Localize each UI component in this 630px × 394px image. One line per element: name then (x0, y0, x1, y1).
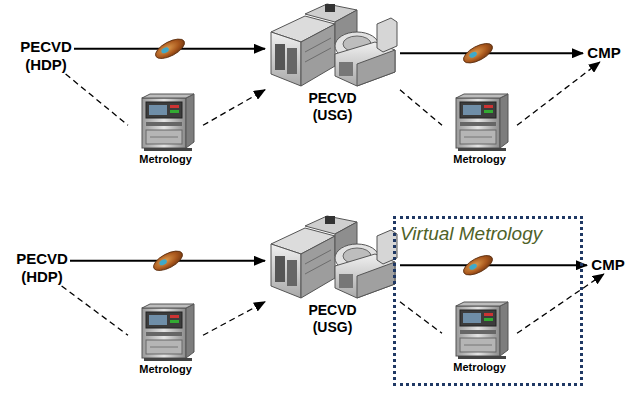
region-box: Virtual MetrologyMetrology (393, 216, 583, 386)
metrology-tool-icon (128, 302, 203, 362)
process-tool: PECVD (USG) (265, 2, 400, 124)
step-label: CMP (583, 44, 625, 62)
node-label: CMP (587, 256, 629, 274)
node-label: PECVD (HDP) (18, 38, 74, 74)
metrology-path (517, 62, 600, 125)
node-label: CMP (583, 44, 625, 62)
metrology-path (517, 274, 604, 333)
metrology-tool-icon (128, 92, 203, 152)
metrology-path (400, 90, 442, 125)
node-label: Metrology (442, 360, 517, 374)
metrology-path (66, 74, 128, 125)
metrology-path (62, 286, 128, 335)
node-label: Metrology (442, 152, 517, 166)
step-label: PECVD (HDP) (18, 38, 74, 74)
metrology-path (400, 302, 442, 333)
pecvd-tool-icon (265, 214, 400, 302)
node-label: PECVD (USG) (300, 90, 366, 124)
node-label: Metrology (128, 152, 203, 166)
step-label: PECVD (HDP) (14, 250, 70, 286)
metrology-tool: Metrology (128, 92, 203, 166)
wafer-icon (461, 40, 496, 67)
node-label: PECVD (USG) (300, 302, 366, 336)
metrology-path (203, 90, 265, 125)
metrology-tool: Metrology (442, 92, 517, 166)
process-tool: PECVD (USG) (265, 214, 400, 336)
metrology-tool-icon (442, 300, 517, 360)
wafer-icon (153, 35, 188, 62)
metrology-tool-icon (442, 92, 517, 152)
metrology-path (203, 302, 265, 335)
pecvd-tool-icon (265, 2, 400, 90)
wafer-icon (151, 247, 186, 274)
step-label: CMP (587, 256, 629, 274)
node-label: PECVD (HDP) (14, 250, 70, 286)
process-flow-arrow (400, 52, 583, 54)
node-label: Metrology (128, 362, 203, 376)
metrology-tool: Metrology (442, 300, 517, 374)
wafer-icon (461, 252, 496, 279)
region-title: Virtual Metrology (396, 219, 580, 245)
metrology-tool: Metrology (128, 302, 203, 376)
process-flow-arrow (400, 264, 587, 266)
